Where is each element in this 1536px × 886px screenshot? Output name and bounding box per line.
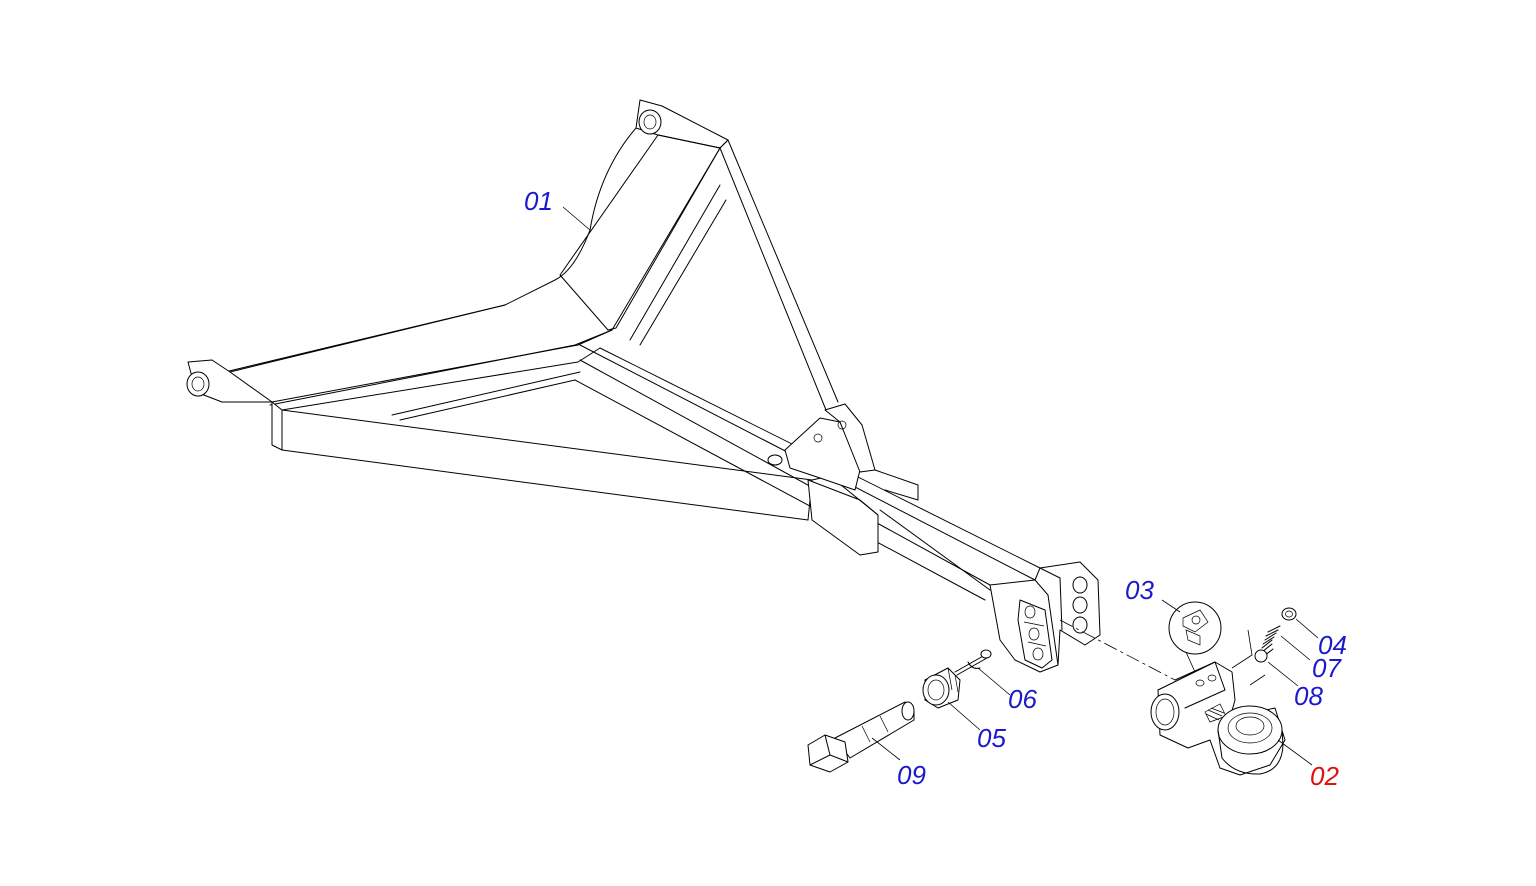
part-06-linch-pin: [954, 649, 1011, 696]
callout-05: 05: [977, 723, 1006, 753]
callout-08: 08: [1294, 681, 1323, 711]
assembly-axis-line: [1059, 619, 1176, 681]
callout-09: 09: [897, 760, 926, 790]
callout-07: 07: [1312, 653, 1341, 683]
part-01-a-frame: [186, 99, 1101, 673]
callout-06: 06: [1008, 684, 1037, 714]
detail-bracket: [1231, 629, 1253, 669]
part-04-plug-screw: [1281, 607, 1319, 639]
detail-mark: [1249, 674, 1266, 686]
part-07-spring: [1261, 625, 1311, 661]
part-02-coupling-eye: [1150, 661, 1313, 776]
callout-02: 02: [1310, 761, 1339, 791]
part-09-bolt: [807, 701, 915, 773]
part-03-grease-nipple: [1161, 599, 1222, 673]
callout-01: 01: [524, 186, 553, 216]
callout-04: 04: [1318, 630, 1347, 660]
part-05-castle-nut: [922, 667, 981, 731]
part-08-ball: [1254, 649, 1299, 687]
callout-03: 03: [1125, 575, 1154, 605]
